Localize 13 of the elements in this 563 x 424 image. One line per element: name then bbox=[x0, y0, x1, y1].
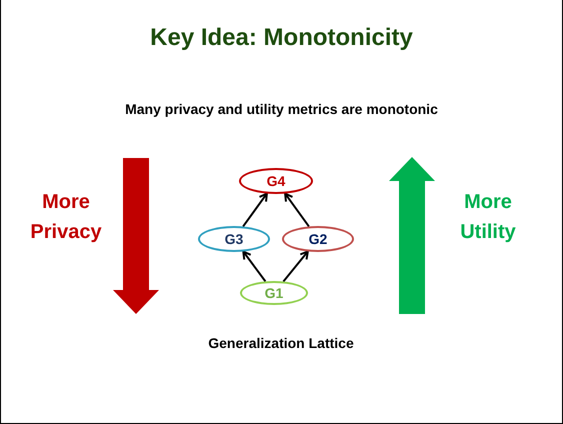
privacy-label: More Privacy bbox=[29, 190, 103, 245]
arrow bbox=[242, 192, 268, 227]
lattice-caption: Generalization Lattice bbox=[207, 334, 355, 353]
utility-label: More Utility bbox=[459, 190, 517, 245]
arrow bbox=[284, 192, 310, 227]
subtitle: Many privacy and utility metrics are monotonic bbox=[125, 100, 438, 119]
lattice-ellipse: G4 bbox=[239, 168, 313, 194]
arrow bbox=[242, 250, 266, 282]
lattice-ellipse: G3 bbox=[198, 226, 270, 252]
lattice-ellipse: G2 bbox=[282, 226, 354, 252]
slide-title: Key Idea: Monotonicity bbox=[150, 23, 413, 53]
arrow bbox=[282, 250, 309, 282]
lattice-ellipse: G1 bbox=[240, 281, 308, 305]
